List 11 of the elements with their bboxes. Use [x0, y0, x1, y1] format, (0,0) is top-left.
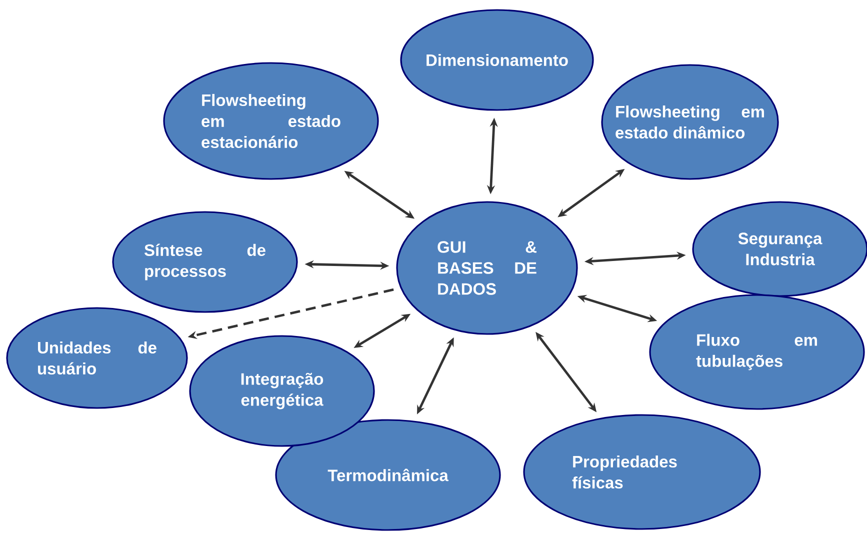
ellipse-node: Unidades de usuário	[6, 307, 188, 409]
ellipse-node: GUI & BASES DE DADOS	[396, 201, 578, 335]
ellipse-node: Integração energética	[189, 335, 375, 447]
ellipse-node: Flowsheeting em estado estacionário	[163, 62, 379, 180]
ellipse-node: Termodinâmica	[275, 419, 501, 531]
ellipse-node: Fluxo em tubulações	[649, 294, 865, 410]
ellipse-node: Segurança Industria	[692, 201, 867, 297]
ellipse-node: Flowsheeting em estado dinâmico	[601, 64, 779, 180]
ellipse-node: Síntese de processos	[112, 211, 298, 313]
ellipse-node: Propriedades físicas	[523, 414, 761, 530]
ellipse-node: Dimensionamento	[400, 9, 594, 111]
